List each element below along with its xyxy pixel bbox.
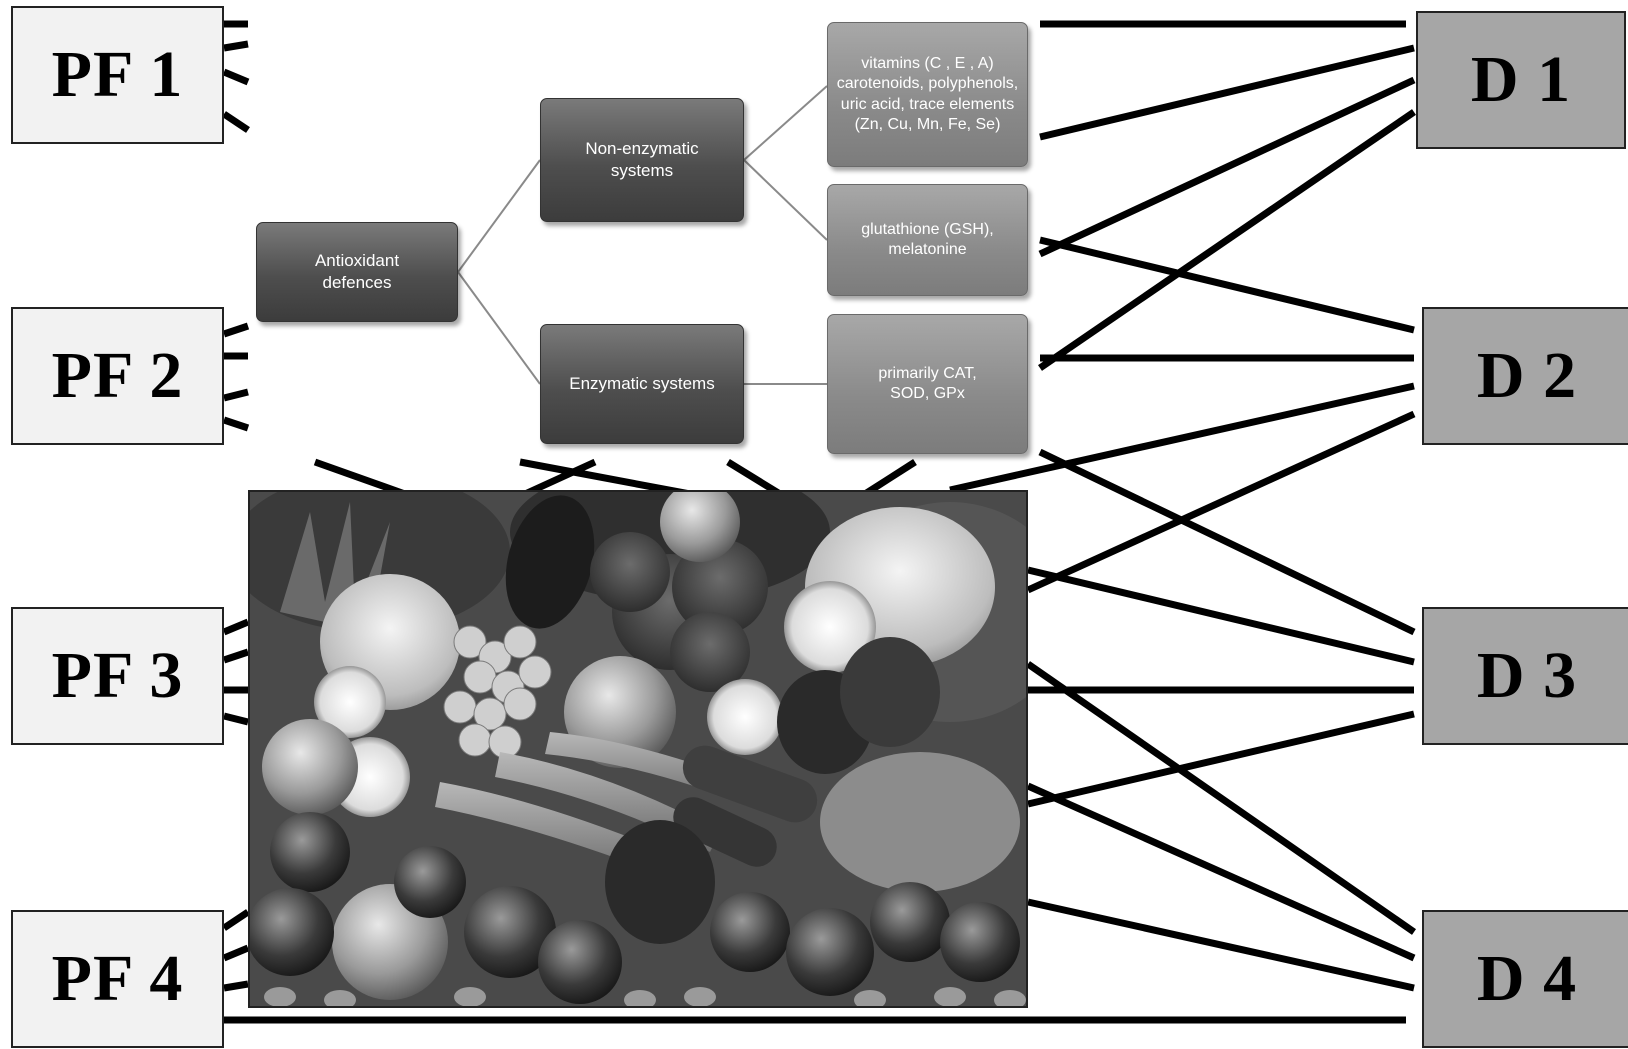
vitamins-node: vitamins (C , E , A) carotenoids, polyph… bbox=[827, 22, 1028, 167]
photo-to-d2-b bbox=[1026, 410, 1416, 594]
enzymatic-text: Enzymatic systems bbox=[569, 373, 715, 393]
pf2-label: PF 2 bbox=[51, 339, 184, 412]
gsh-to-d2 bbox=[1039, 236, 1415, 334]
d3-label: D 3 bbox=[1476, 639, 1578, 712]
tree-nonenz-to-vitamins bbox=[743, 85, 828, 161]
primarily-to-d3 bbox=[1038, 448, 1416, 636]
glutathione-text: glutathione (GSH), melatonine bbox=[861, 220, 994, 258]
photo-to-d4-a bbox=[1026, 661, 1416, 935]
pf2-stub-1 bbox=[222, 322, 250, 338]
non-enzymatic-text: Non-enzymatic systems bbox=[585, 138, 699, 180]
vitamins-text: vitamins (C , E , A) carotenoids, polyph… bbox=[836, 54, 1019, 133]
primarily-node: primarily CAT, SOD, GPx bbox=[827, 314, 1028, 454]
pf3-box: PF 3 bbox=[11, 607, 224, 745]
d1-label: D 1 bbox=[1470, 43, 1572, 116]
non-enzymatic-node: Non-enzymatic systems bbox=[540, 98, 744, 222]
pf1-stub-2 bbox=[223, 40, 249, 52]
antioxidant-defences-text: Antioxidant defences bbox=[314, 250, 400, 292]
d1-box: D 1 bbox=[1416, 11, 1626, 149]
pf4-label: PF 4 bbox=[51, 942, 184, 1015]
antioxidant-defences-node: Antioxidant defences bbox=[256, 222, 458, 322]
upper-cross-2 bbox=[519, 458, 691, 498]
pf3-stub-1 bbox=[222, 618, 250, 636]
tree-root-to-enz bbox=[457, 271, 541, 385]
upper-cross-1 bbox=[313, 458, 407, 498]
pf4-stub-2 bbox=[222, 944, 250, 962]
upper-cross-4 bbox=[726, 459, 782, 497]
pf3-label: PF 3 bbox=[51, 639, 184, 712]
d4-label: D 4 bbox=[1476, 942, 1578, 1015]
pf4-stub-1 bbox=[222, 909, 250, 931]
vitamins-to-d1-b bbox=[1039, 44, 1415, 141]
upper-cross-3 bbox=[523, 458, 597, 498]
pf2-stub-4 bbox=[222, 416, 250, 432]
enzymatic-node: Enzymatic systems bbox=[540, 324, 744, 444]
d3-box: D 3 bbox=[1422, 607, 1628, 745]
primarily-text: primarily CAT, SOD, GPx bbox=[878, 364, 977, 402]
pf1-label: PF 1 bbox=[51, 38, 184, 111]
photo-to-d4-b bbox=[1026, 782, 1416, 962]
d4-box: D 4 bbox=[1422, 910, 1628, 1048]
glutathione-node: glutathione (GSH), melatonine bbox=[827, 184, 1028, 296]
gsh-to-d1 bbox=[1038, 76, 1416, 258]
pf3-stub-4 bbox=[223, 712, 249, 726]
pf1-box: PF 1 bbox=[11, 6, 224, 144]
pf4-box: PF 4 bbox=[11, 910, 224, 1048]
primarily-to-d1 bbox=[1038, 109, 1416, 371]
pf1-stub-3 bbox=[222, 68, 250, 86]
photo-to-d4-c bbox=[1027, 898, 1415, 992]
pf3-stub-2 bbox=[222, 648, 250, 664]
photo-to-d3-c bbox=[1027, 710, 1415, 808]
d2-label: D 2 bbox=[1476, 339, 1578, 412]
pf1-stub-4 bbox=[222, 111, 250, 133]
tree-root-to-nonenz bbox=[457, 159, 541, 273]
photo-to-d3-a bbox=[1027, 566, 1415, 666]
produce-illustration bbox=[250, 492, 1026, 1006]
photo-to-d2-a bbox=[949, 382, 1415, 494]
d2-box: D 2 bbox=[1422, 307, 1628, 445]
upper-cross-5 bbox=[863, 459, 917, 497]
tree-nonenz-to-gsh bbox=[743, 159, 828, 241]
pf4-stub-3 bbox=[223, 980, 249, 992]
fruits-vegetables-photo bbox=[248, 490, 1028, 1008]
pf2-box: PF 2 bbox=[11, 307, 224, 445]
pf2-stub-3 bbox=[223, 388, 249, 402]
